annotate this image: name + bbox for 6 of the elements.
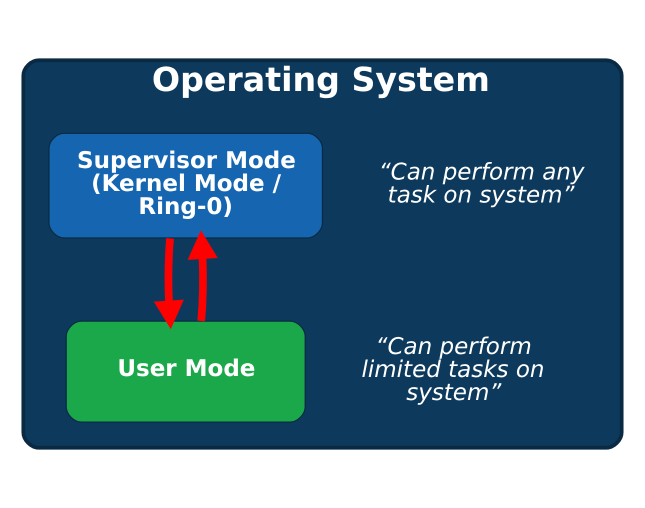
node-box: Supervisor Mode (Kernel Mode / Ring-0)	[48, 132, 324, 239]
node-label: “Can perform any task on system”	[378, 160, 585, 209]
arrow	[188, 230, 218, 322]
arrow	[154, 238, 184, 330]
node-box: User Mode	[66, 320, 306, 423]
node-label: “Can perform limited tasks on system”	[361, 334, 545, 406]
